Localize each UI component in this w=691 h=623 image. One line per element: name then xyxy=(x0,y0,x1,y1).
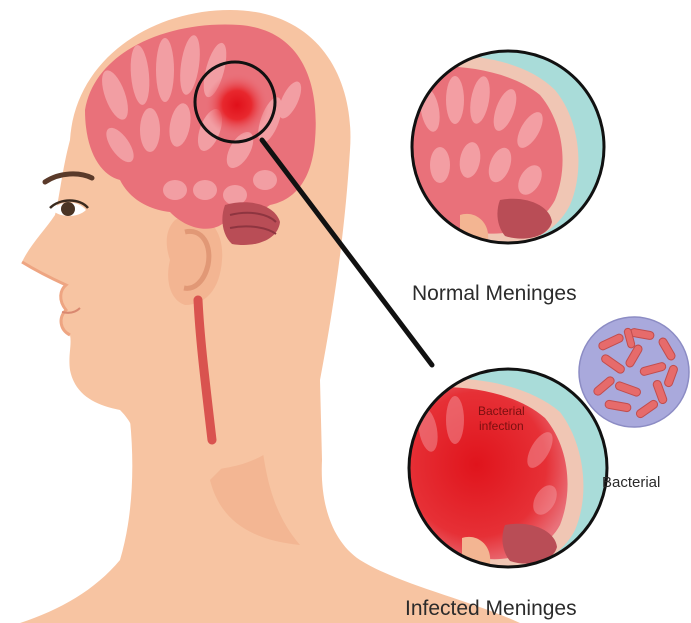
infected-meninges-label: Infected Meninges xyxy=(405,597,577,620)
bacteria-inset xyxy=(579,317,689,427)
infection-spot xyxy=(205,73,269,137)
infection-label-line2: infection xyxy=(479,419,524,433)
bacterial-label: Bacterial xyxy=(602,474,660,491)
normal-meninges-inset xyxy=(400,40,620,260)
infection-label-line1: Bacterial xyxy=(478,404,525,418)
normal-meninges-label: Normal Meninges xyxy=(412,282,577,305)
